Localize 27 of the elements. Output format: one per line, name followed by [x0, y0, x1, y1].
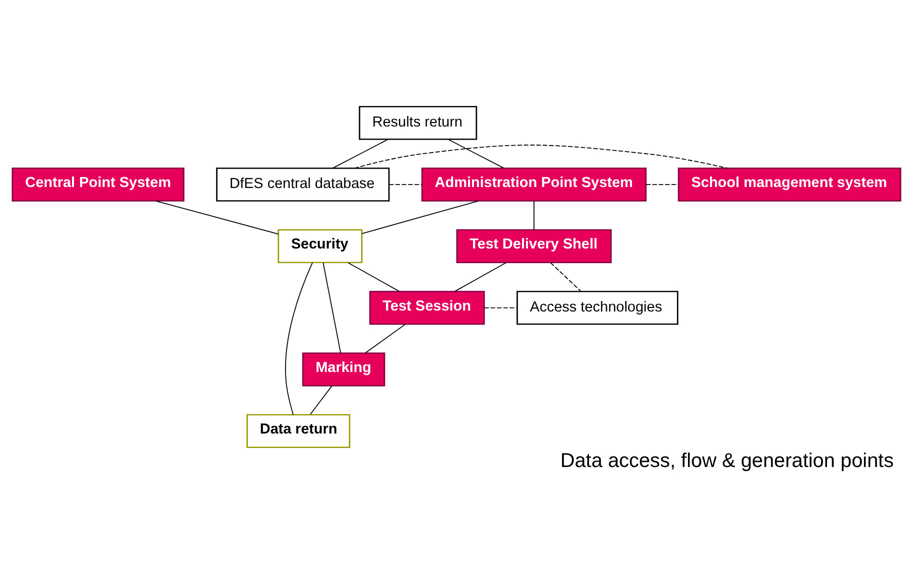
connector — [362, 200, 480, 234]
node-box: School management system — [678, 168, 902, 202]
node-box: Central Point System — [12, 168, 184, 202]
node-box: Test Session — [369, 290, 485, 325]
node-box: Data return — [246, 414, 350, 448]
connector — [310, 386, 332, 415]
node-box: Security — [278, 229, 362, 264]
connector — [454, 262, 507, 292]
node-box: Access technologies — [516, 290, 678, 325]
caption: Data access, flow & generation points — [560, 450, 894, 472]
connector — [550, 262, 582, 292]
connector — [484, 307, 518, 308]
connector — [322, 262, 342, 354]
node-box: DfES central database — [216, 168, 390, 202]
node-box: Results return — [358, 106, 478, 140]
connector — [388, 184, 422, 186]
connector — [285, 262, 313, 416]
node-box: Marking — [302, 352, 386, 386]
connector — [646, 184, 679, 186]
connector — [364, 324, 406, 354]
node-box: Test Delivery Shell — [456, 229, 612, 264]
connector — [155, 200, 279, 234]
node-box: Administration Point System — [421, 168, 647, 202]
connector — [332, 138, 388, 169]
connector — [354, 144, 728, 169]
connector — [347, 262, 400, 292]
connector — [448, 138, 504, 169]
